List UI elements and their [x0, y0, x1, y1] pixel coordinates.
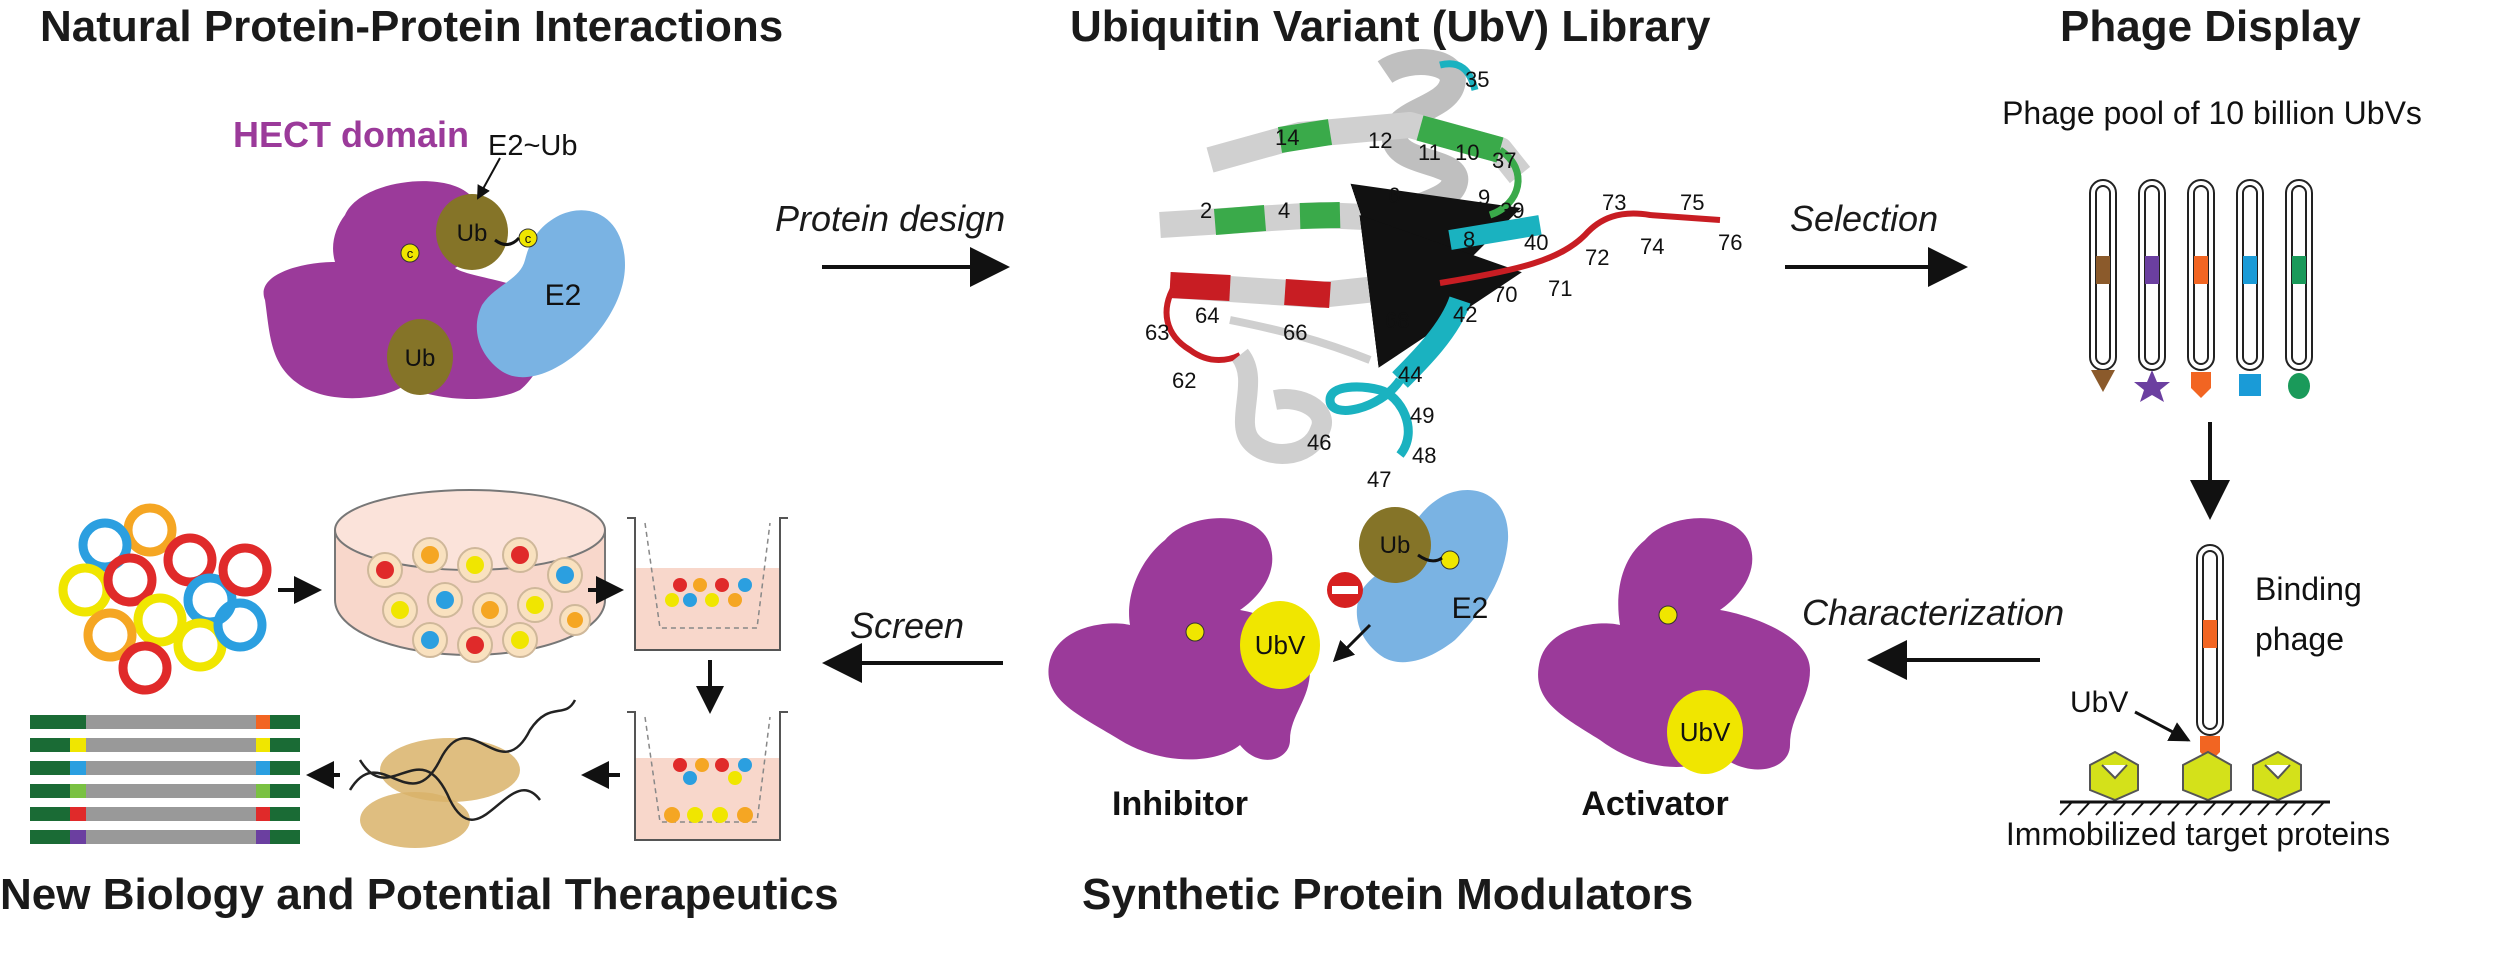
- title-synthetic-modulators: Synthetic Protein Modulators: [1082, 870, 1694, 919]
- residue-70: 70: [1493, 282, 1517, 307]
- protein-design-label: Protein design: [775, 198, 1006, 239]
- title-new-biology: New Biology and Potential Therapeutics: [0, 870, 839, 919]
- e2ub-pointer-arrow: [477, 157, 501, 200]
- inhibitor-label: Inhibitor: [1112, 785, 1248, 823]
- residue-64: 64: [1195, 303, 1219, 328]
- phage-brown: [2089, 179, 2117, 392]
- residue-37: 37: [1492, 148, 1516, 173]
- ubv-pointer-label: UbV: [2070, 686, 2128, 719]
- activator-complex: [1538, 518, 1810, 774]
- activator-label: Activator: [1581, 785, 1728, 823]
- residue-48: 48: [1412, 443, 1436, 468]
- inhibitor-complex: [1048, 490, 1509, 760]
- residue-44: 44: [1398, 362, 1422, 387]
- title-ubv-library: Ubiquitin Variant (UbV) Library: [1070, 2, 1711, 51]
- immobilized-target-proteins: [2059, 750, 2330, 816]
- phage-green: [2285, 179, 2313, 399]
- cysteine-hect-icon: [400, 243, 420, 263]
- sequence-bars: [30, 715, 300, 844]
- residue-76: 76: [1718, 230, 1742, 255]
- phage-blue: [2236, 179, 2264, 396]
- cysteine-label-hect: c: [407, 246, 414, 261]
- residue-40: 40: [1524, 230, 1548, 255]
- hect-domain-label: HECT domain: [233, 114, 469, 155]
- title-natural-interactions: Natural Protein-Protein Interactions: [40, 2, 784, 51]
- phage-pool-label: Phage pool of 10 billion UbVs: [2002, 95, 2422, 131]
- phage-orange: [2187, 179, 2215, 398]
- residue-39: 39: [1500, 198, 1524, 223]
- residue-labels: 35 14 12 11 10 37 9 39 6 2 4 8 40 73 75 …: [1145, 67, 1742, 492]
- residue-14: 14: [1275, 125, 1299, 150]
- screen-label: Screen: [850, 605, 965, 646]
- inhibitor-ubv-label: UbV: [1255, 630, 1306, 660]
- inhibitor-ub-label: Ub: [1380, 532, 1411, 559]
- ub-bottom-label: Ub: [405, 345, 436, 372]
- well-bottom: [627, 711, 788, 841]
- dna-sequencing-blobs: [348, 699, 577, 848]
- ubiquitin-ribbon-structure: [1159, 49, 1721, 464]
- activator-ubv-label: UbV: [1680, 717, 1731, 747]
- e2-shape: [476, 210, 625, 378]
- immobilized-label: Immobilized target proteins: [2006, 816, 2390, 852]
- residue-71: 71: [1548, 276, 1572, 301]
- inhibitor-e2-label: E2: [1452, 592, 1489, 625]
- hect-domain-shape: [263, 181, 551, 400]
- binding-phage: [2196, 544, 2224, 762]
- phage-pool: [2089, 179, 2313, 402]
- residue-12: 12: [1368, 128, 1392, 153]
- ub-top-label: Ub: [457, 220, 488, 247]
- residue-73: 73: [1602, 190, 1626, 215]
- residue-47: 47: [1367, 467, 1391, 492]
- e2ub-label: E2~Ub: [488, 130, 577, 162]
- residue-35: 35: [1465, 67, 1489, 92]
- residue-49: 49: [1410, 403, 1434, 428]
- characterization-label: Characterization: [1802, 592, 2065, 633]
- residue-11: 11: [1418, 140, 1441, 165]
- residue-4: 4: [1278, 198, 1290, 223]
- thioester-link: [494, 236, 521, 246]
- plasmid-rings: [58, 503, 272, 695]
- residue-66: 66: [1283, 320, 1307, 345]
- selection-label: Selection: [1790, 198, 1939, 239]
- ub-top-circle: [436, 194, 508, 270]
- natural-interaction-diagram: [263, 157, 625, 400]
- residue-42: 42: [1453, 302, 1477, 327]
- residue-62: 62: [1172, 368, 1196, 393]
- well-top: [627, 517, 788, 651]
- culture-dish: [334, 489, 606, 663]
- e2-label: E2: [545, 279, 582, 312]
- binding-label: Binding: [2255, 571, 2362, 607]
- cysteine-label-e2: c: [525, 231, 532, 246]
- residue-72: 72: [1585, 245, 1609, 270]
- residue-10: 10: [1455, 140, 1479, 165]
- phage-purple: [2134, 179, 2170, 402]
- residue-63: 63: [1145, 320, 1169, 345]
- residue-68: 68: [1385, 308, 1409, 333]
- residue-46: 46: [1307, 430, 1331, 455]
- ubv-pointer-arrow: [2134, 710, 2191, 742]
- residue-6: 6: [1388, 183, 1400, 208]
- residue-74: 74: [1640, 234, 1664, 259]
- ub-bottom-circle: [387, 319, 453, 395]
- title-phage-display: Phage Display: [2060, 2, 2361, 51]
- residue-8: 8: [1463, 227, 1475, 252]
- residue-2: 2: [1200, 198, 1212, 223]
- phage-label: phage: [2255, 621, 2344, 657]
- residue-9: 9: [1478, 185, 1490, 210]
- residue-75: 75: [1680, 190, 1704, 215]
